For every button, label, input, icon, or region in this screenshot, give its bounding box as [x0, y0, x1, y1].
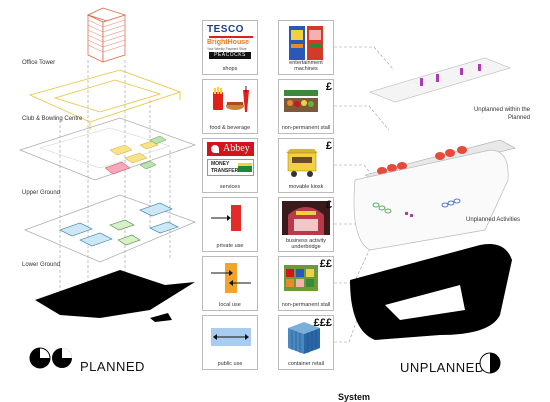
planned-title: PLANNED	[80, 359, 145, 374]
flag-icon	[238, 163, 252, 172]
planned-ground-footprint	[35, 270, 195, 318]
pound-symbol: £	[325, 140, 332, 152]
money-transfer-logo: MONEY TRANSFER	[207, 159, 254, 176]
label-unplanned-activities: Unplanned Activities	[466, 217, 521, 223]
red-stall-markers	[377, 146, 467, 175]
tesco-stripe	[209, 36, 253, 38]
caption-local-use: local use	[219, 302, 241, 308]
club-bowling-layer	[28, 69, 182, 130]
abbey-flame-icon	[211, 145, 219, 153]
caption-public-use: public use	[217, 361, 243, 367]
private-use-icon	[211, 205, 241, 231]
purple-activity-markers	[405, 212, 413, 217]
unplanned-title: UNPLANNED	[400, 360, 485, 375]
arcade-machine-icon	[289, 26, 323, 60]
food-drink-icon	[213, 86, 249, 112]
transfer-text: TRANSFER	[211, 168, 239, 174]
abbey-text: Abbey	[223, 143, 250, 154]
caption-business-underbridge: business activity underbridge	[285, 238, 327, 250]
stall-stack-icon	[284, 265, 318, 291]
label-lower-ground: Lower Ground	[22, 262, 61, 268]
card-local-use: local use	[202, 256, 258, 311]
green-activity-markers	[372, 202, 392, 214]
caption-non-permanent-stall: non-permanent stall	[281, 125, 331, 131]
caption-entertainment: entertainment machines	[289, 60, 323, 72]
unplanned-ground-footprint	[350, 244, 512, 340]
card-private-use: private use	[202, 197, 258, 252]
lower-ground-layer	[24, 194, 196, 263]
caption-services: services	[219, 184, 241, 190]
office-tower-icon	[87, 7, 126, 63]
planned-circle-icon	[29, 347, 72, 369]
entertainment-machine-markers	[420, 64, 481, 86]
unplanned-circle-icon	[479, 352, 501, 374]
market-stall-icon	[284, 90, 318, 112]
pound-symbol: £	[325, 81, 332, 93]
label-club-bowling: Club & Bowling Centre	[22, 116, 83, 122]
tesco-logo: TESCO	[207, 24, 244, 35]
card-entertainment-machines: entertainment machines	[278, 20, 334, 75]
card-public-use: public use	[202, 315, 258, 370]
card-non-permanent-stall: £ non-permanent stall	[278, 79, 334, 134]
caption-movable-kiosk: movable kiosk	[288, 184, 324, 190]
card-business-underbridge: £ business activity underbridge	[278, 197, 334, 252]
local-use-icon	[211, 263, 251, 293]
brighthouse-logo: BrightHouse	[207, 39, 249, 46]
unplanned-axonometric	[350, 57, 516, 340]
brighthouse-tagline: Your Weekly Payment Store	[207, 47, 247, 51]
label-upper-ground: Upper Ground	[22, 190, 61, 196]
pound-symbol: £	[325, 199, 332, 211]
caption-private-use: private use	[216, 243, 244, 249]
kiosk-icon	[286, 149, 318, 177]
abbey-logo: Abbey	[207, 142, 254, 156]
label-unplanned-within: Unplanned within the Planned	[473, 107, 530, 121]
money-text: MONEY	[211, 161, 230, 167]
caption-container-retail: container retail	[287, 361, 325, 367]
label-office-tower: Office Tower	[22, 60, 56, 66]
blue-activity-markers	[441, 198, 461, 208]
card-movable-kiosk: £ movable kiosk	[278, 138, 334, 193]
card-non-permanent-stall-2: ££ non-permanent stall	[278, 256, 334, 311]
caption-shops: shops	[222, 66, 238, 72]
caption-food-beverage: food & beverage	[209, 125, 251, 131]
card-shops: TESCO BrightHouse Your Weekly Payment St…	[202, 20, 258, 75]
pound-symbol: £££	[313, 317, 332, 329]
pound-symbol: ££	[319, 258, 332, 270]
peacocks-logo: PEACOCKS	[209, 52, 251, 59]
upper-ground-layer	[18, 117, 197, 181]
planned-axonometric	[18, 7, 197, 322]
footer-system: System	[338, 392, 371, 402]
card-food-beverage: food & beverage	[202, 79, 258, 134]
underbridge-shop-icon	[282, 201, 330, 235]
card-services: Abbey MONEY TRANSFER services	[202, 138, 258, 193]
shipping-container-icon	[288, 322, 320, 354]
public-use-icon	[211, 328, 251, 346]
card-container-retail: £££ container retail	[278, 315, 334, 370]
caption-non-permanent-stall-2: non-permanent stall	[281, 302, 331, 308]
